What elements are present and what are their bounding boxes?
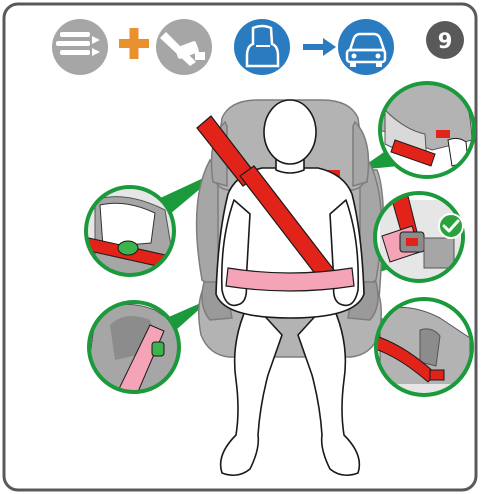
booster-seat-icon xyxy=(234,19,290,75)
seat-belt-buckle-icon xyxy=(156,19,212,75)
step-badge: 9 xyxy=(426,21,464,59)
step-number: 9 xyxy=(438,29,453,53)
check-icon xyxy=(439,214,463,238)
callout-headrest-adjust xyxy=(380,80,474,177)
car-front-icon xyxy=(338,19,394,75)
isofix-connectors-icon xyxy=(52,19,108,75)
